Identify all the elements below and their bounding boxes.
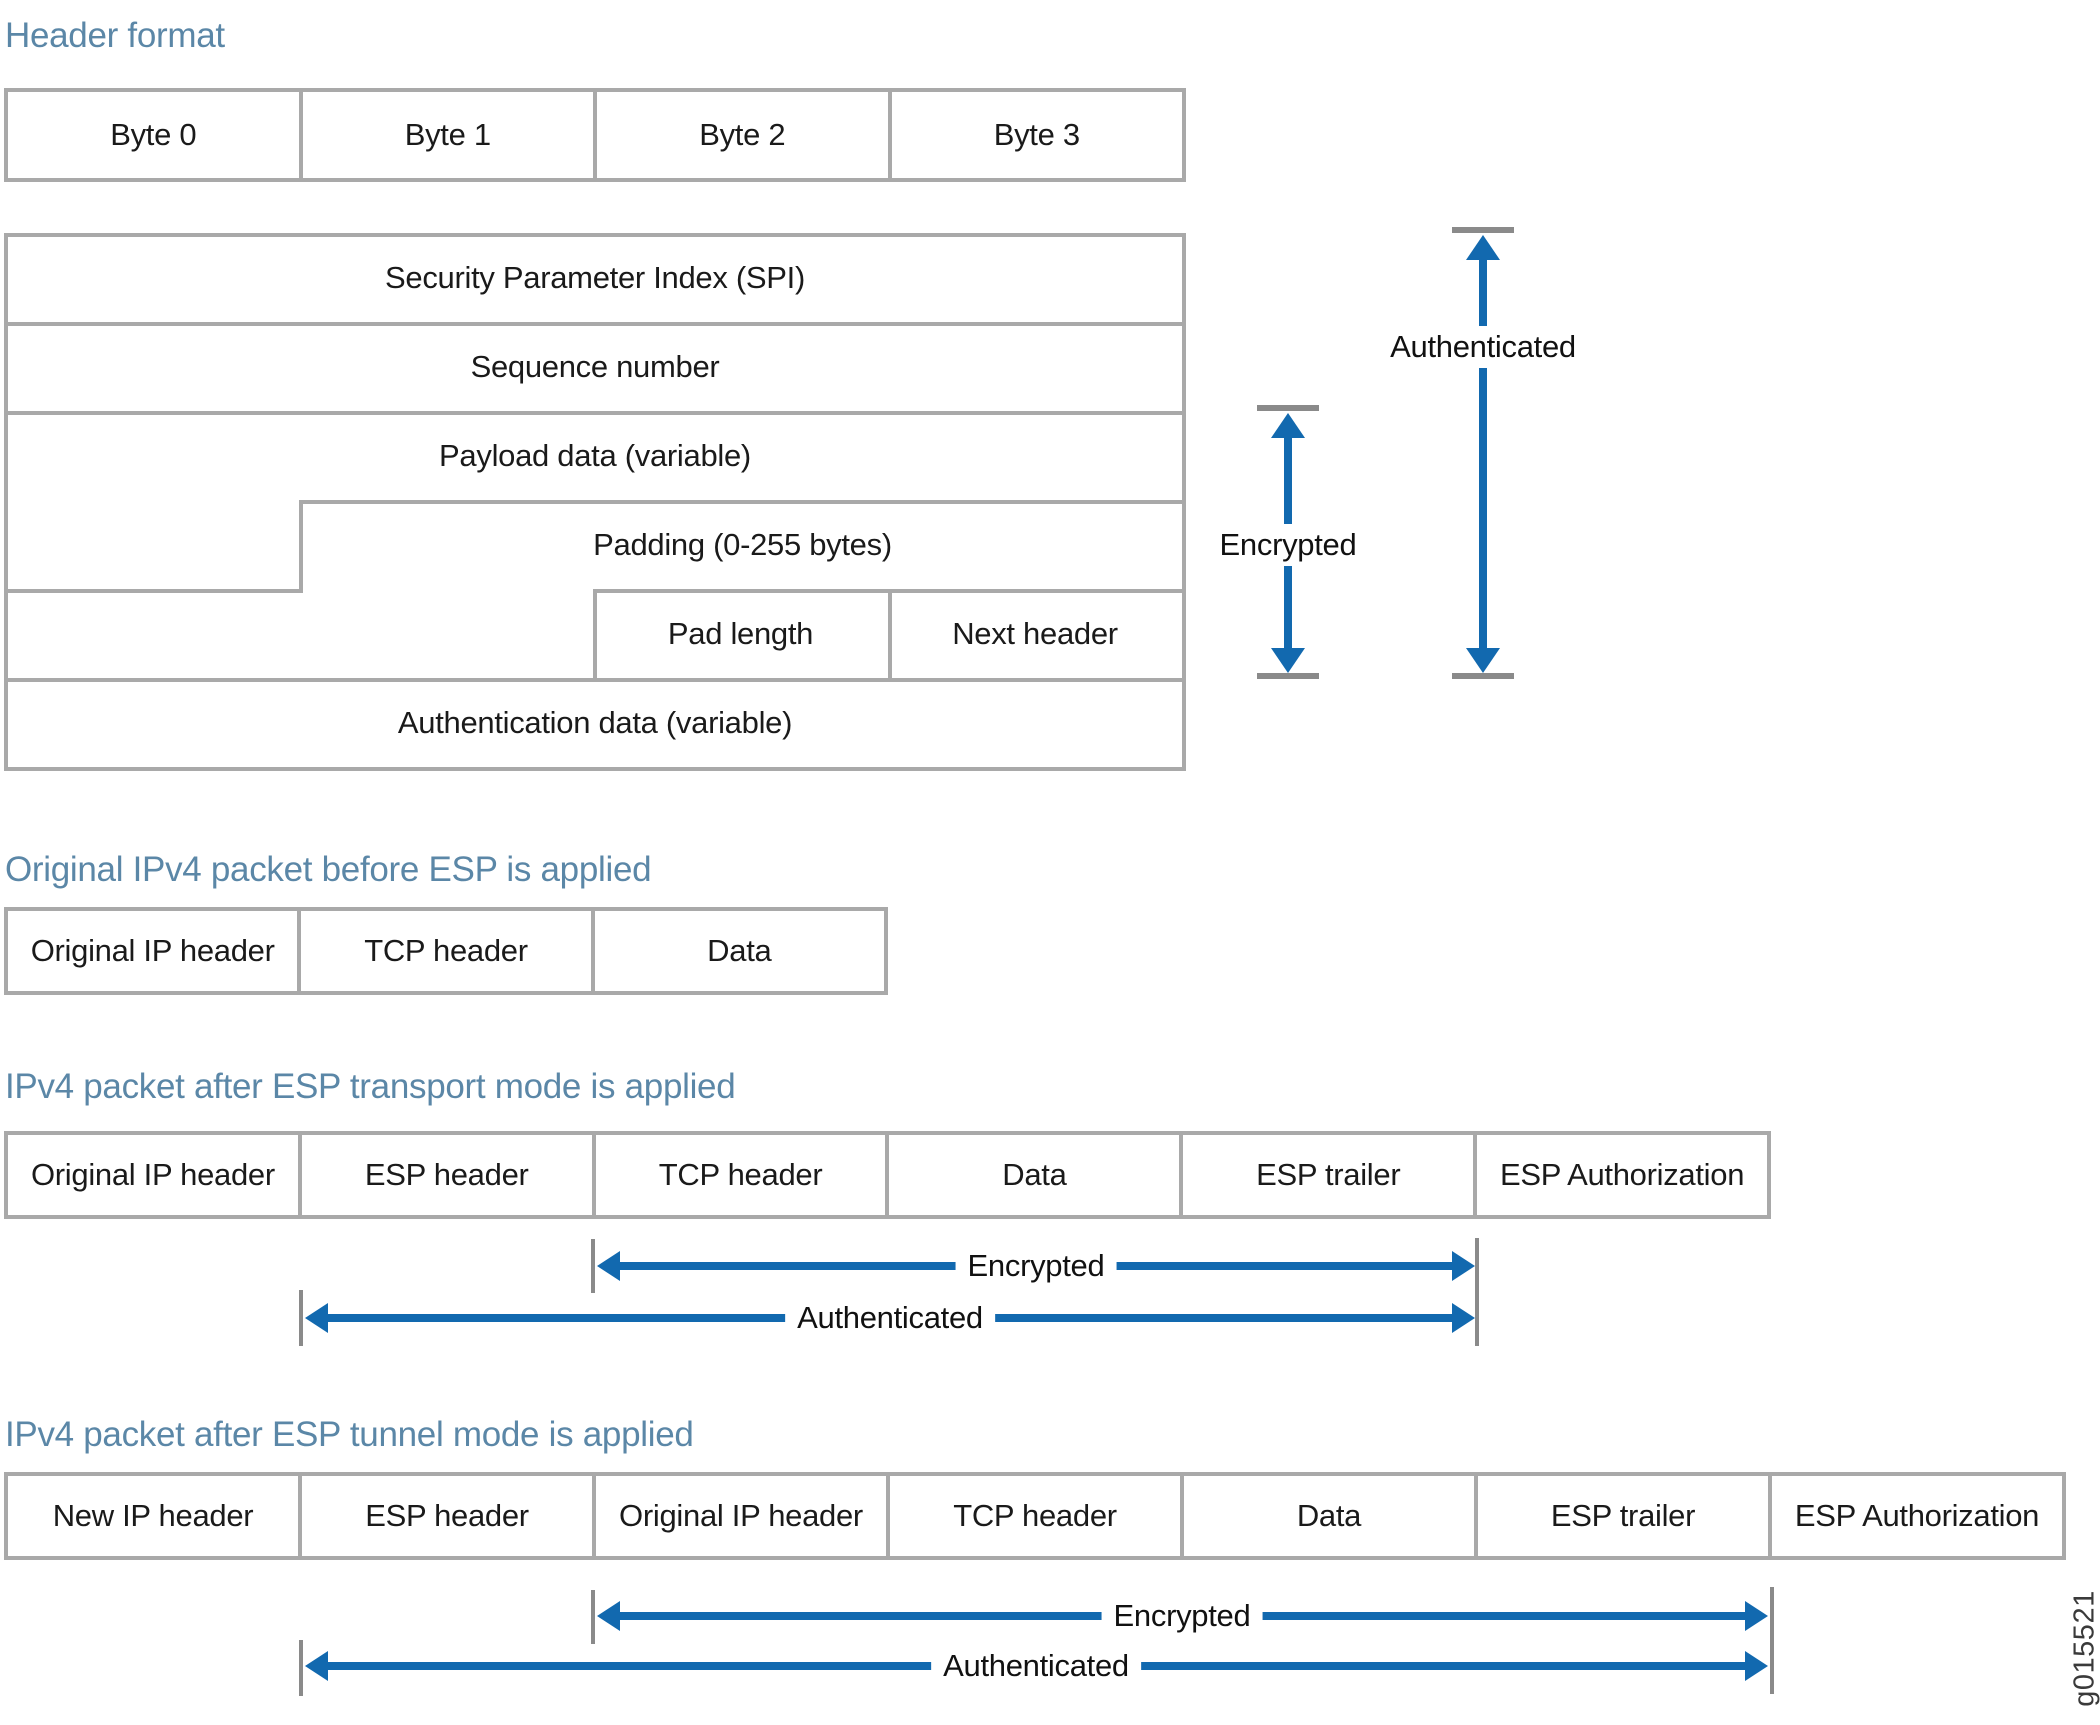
cell-data: Data — [885, 1135, 1179, 1215]
table-line — [4, 411, 1186, 415]
range-cap — [1452, 673, 1514, 679]
encrypted-label: Encrypted — [1207, 524, 1369, 566]
original-ipv4-row: Original IP header TCP header Data — [4, 907, 888, 995]
arrowhead-left-icon — [305, 1303, 328, 1333]
field-pad-length: Pad length — [667, 615, 814, 651]
cell-byte-2: Byte 2 — [593, 92, 888, 178]
arrowhead-left-icon — [597, 1601, 620, 1631]
cell-data: Data — [1180, 1476, 1474, 1556]
tunnel-mode-row: New IP header ESP header Original IP hea… — [4, 1472, 2066, 1560]
cell-esp-header: ESP header — [297, 1135, 592, 1215]
original-ipv4-title: Original IPv4 packet before ESP is appli… — [5, 850, 652, 889]
cell-byte-0: Byte 0 — [110, 117, 197, 152]
range-tick — [1475, 1238, 1479, 1346]
arrowhead-up-icon — [1466, 235, 1500, 260]
range-tick — [299, 1290, 303, 1346]
encrypted-label: Encrypted — [955, 1245, 1117, 1287]
cell-original-ip-header: Original IP header — [592, 1476, 886, 1556]
arrowhead-left-icon — [305, 1651, 328, 1681]
range-tick — [591, 1590, 595, 1644]
cell-original-ip-header: Original IP header — [30, 1157, 275, 1192]
table-line — [593, 589, 597, 682]
table-line — [299, 500, 1186, 504]
byte-row: Byte 0 Byte 1 Byte 2 Byte 3 — [4, 88, 1186, 182]
cell-original-ip-header: Original IP header — [30, 933, 275, 968]
header-format-title: Header format — [5, 16, 225, 55]
table-line — [4, 233, 1186, 237]
arrowhead-left-icon — [597, 1251, 620, 1281]
arrowhead-down-icon — [1466, 648, 1500, 673]
authenticated-label: Authenticated — [1378, 326, 1588, 368]
cell-new-ip-header: New IP header — [52, 1498, 254, 1533]
arrowhead-up-icon — [1271, 413, 1305, 438]
range-tick — [591, 1239, 595, 1293]
field-spi: Security Parameter Index (SPI) — [385, 259, 805, 295]
cell-esp-authorization: ESP Authorization — [1473, 1135, 1767, 1215]
range-tick — [1770, 1587, 1774, 1694]
authenticated-label: Authenticated — [931, 1645, 1141, 1687]
cell-data: Data — [590, 911, 884, 991]
table-line — [299, 500, 303, 593]
tunnel-mode-title: IPv4 packet after ESP tunnel mode is app… — [5, 1415, 694, 1454]
table-line — [4, 233, 8, 771]
cell-tcp-header: TCP header — [297, 911, 590, 991]
table-line — [4, 767, 1186, 771]
cell-tcp-header: TCP header — [591, 1135, 886, 1215]
transport-mode-row: Original IP header ESP header TCP header… — [4, 1131, 1771, 1219]
transport-mode-title: IPv4 packet after ESP transport mode is … — [5, 1067, 736, 1106]
field-sequence-number: Sequence number — [470, 348, 720, 384]
arrowhead-down-icon — [1271, 648, 1305, 673]
range-cap — [1257, 673, 1319, 679]
range-cap — [1257, 405, 1319, 411]
arrowhead-right-icon — [1745, 1601, 1768, 1631]
authenticated-label: Authenticated — [785, 1297, 995, 1339]
field-padding: Padding (0-255 bytes) — [593, 526, 892, 562]
field-next-header: Next header — [952, 615, 1118, 651]
cell-tcp-header: TCP header — [886, 1476, 1180, 1556]
range-cap — [1452, 227, 1514, 233]
arrowhead-right-icon — [1745, 1651, 1768, 1681]
field-authentication-data: Authentication data (variable) — [397, 704, 793, 740]
arrowhead-right-icon — [1452, 1251, 1475, 1281]
arrow-shaft — [1479, 246, 1487, 662]
field-payload-data: Payload data (variable) — [439, 437, 751, 473]
table-line — [4, 322, 1186, 326]
figure-id: g015521 — [2068, 1590, 2100, 1707]
table-line — [888, 589, 892, 682]
cell-esp-trailer: ESP trailer — [1179, 1135, 1473, 1215]
encrypted-label: Encrypted — [1101, 1595, 1263, 1637]
cell-esp-trailer: ESP trailer — [1474, 1476, 1768, 1556]
table-line — [4, 589, 303, 593]
cell-esp-authorization: ESP Authorization — [1768, 1476, 2062, 1556]
range-tick — [299, 1640, 303, 1696]
cell-esp-header: ESP header — [298, 1476, 592, 1556]
table-line — [1182, 233, 1186, 771]
arrowhead-right-icon — [1452, 1303, 1475, 1333]
cell-byte-3: Byte 3 — [887, 92, 1183, 178]
cell-byte-1: Byte 1 — [298, 92, 594, 178]
